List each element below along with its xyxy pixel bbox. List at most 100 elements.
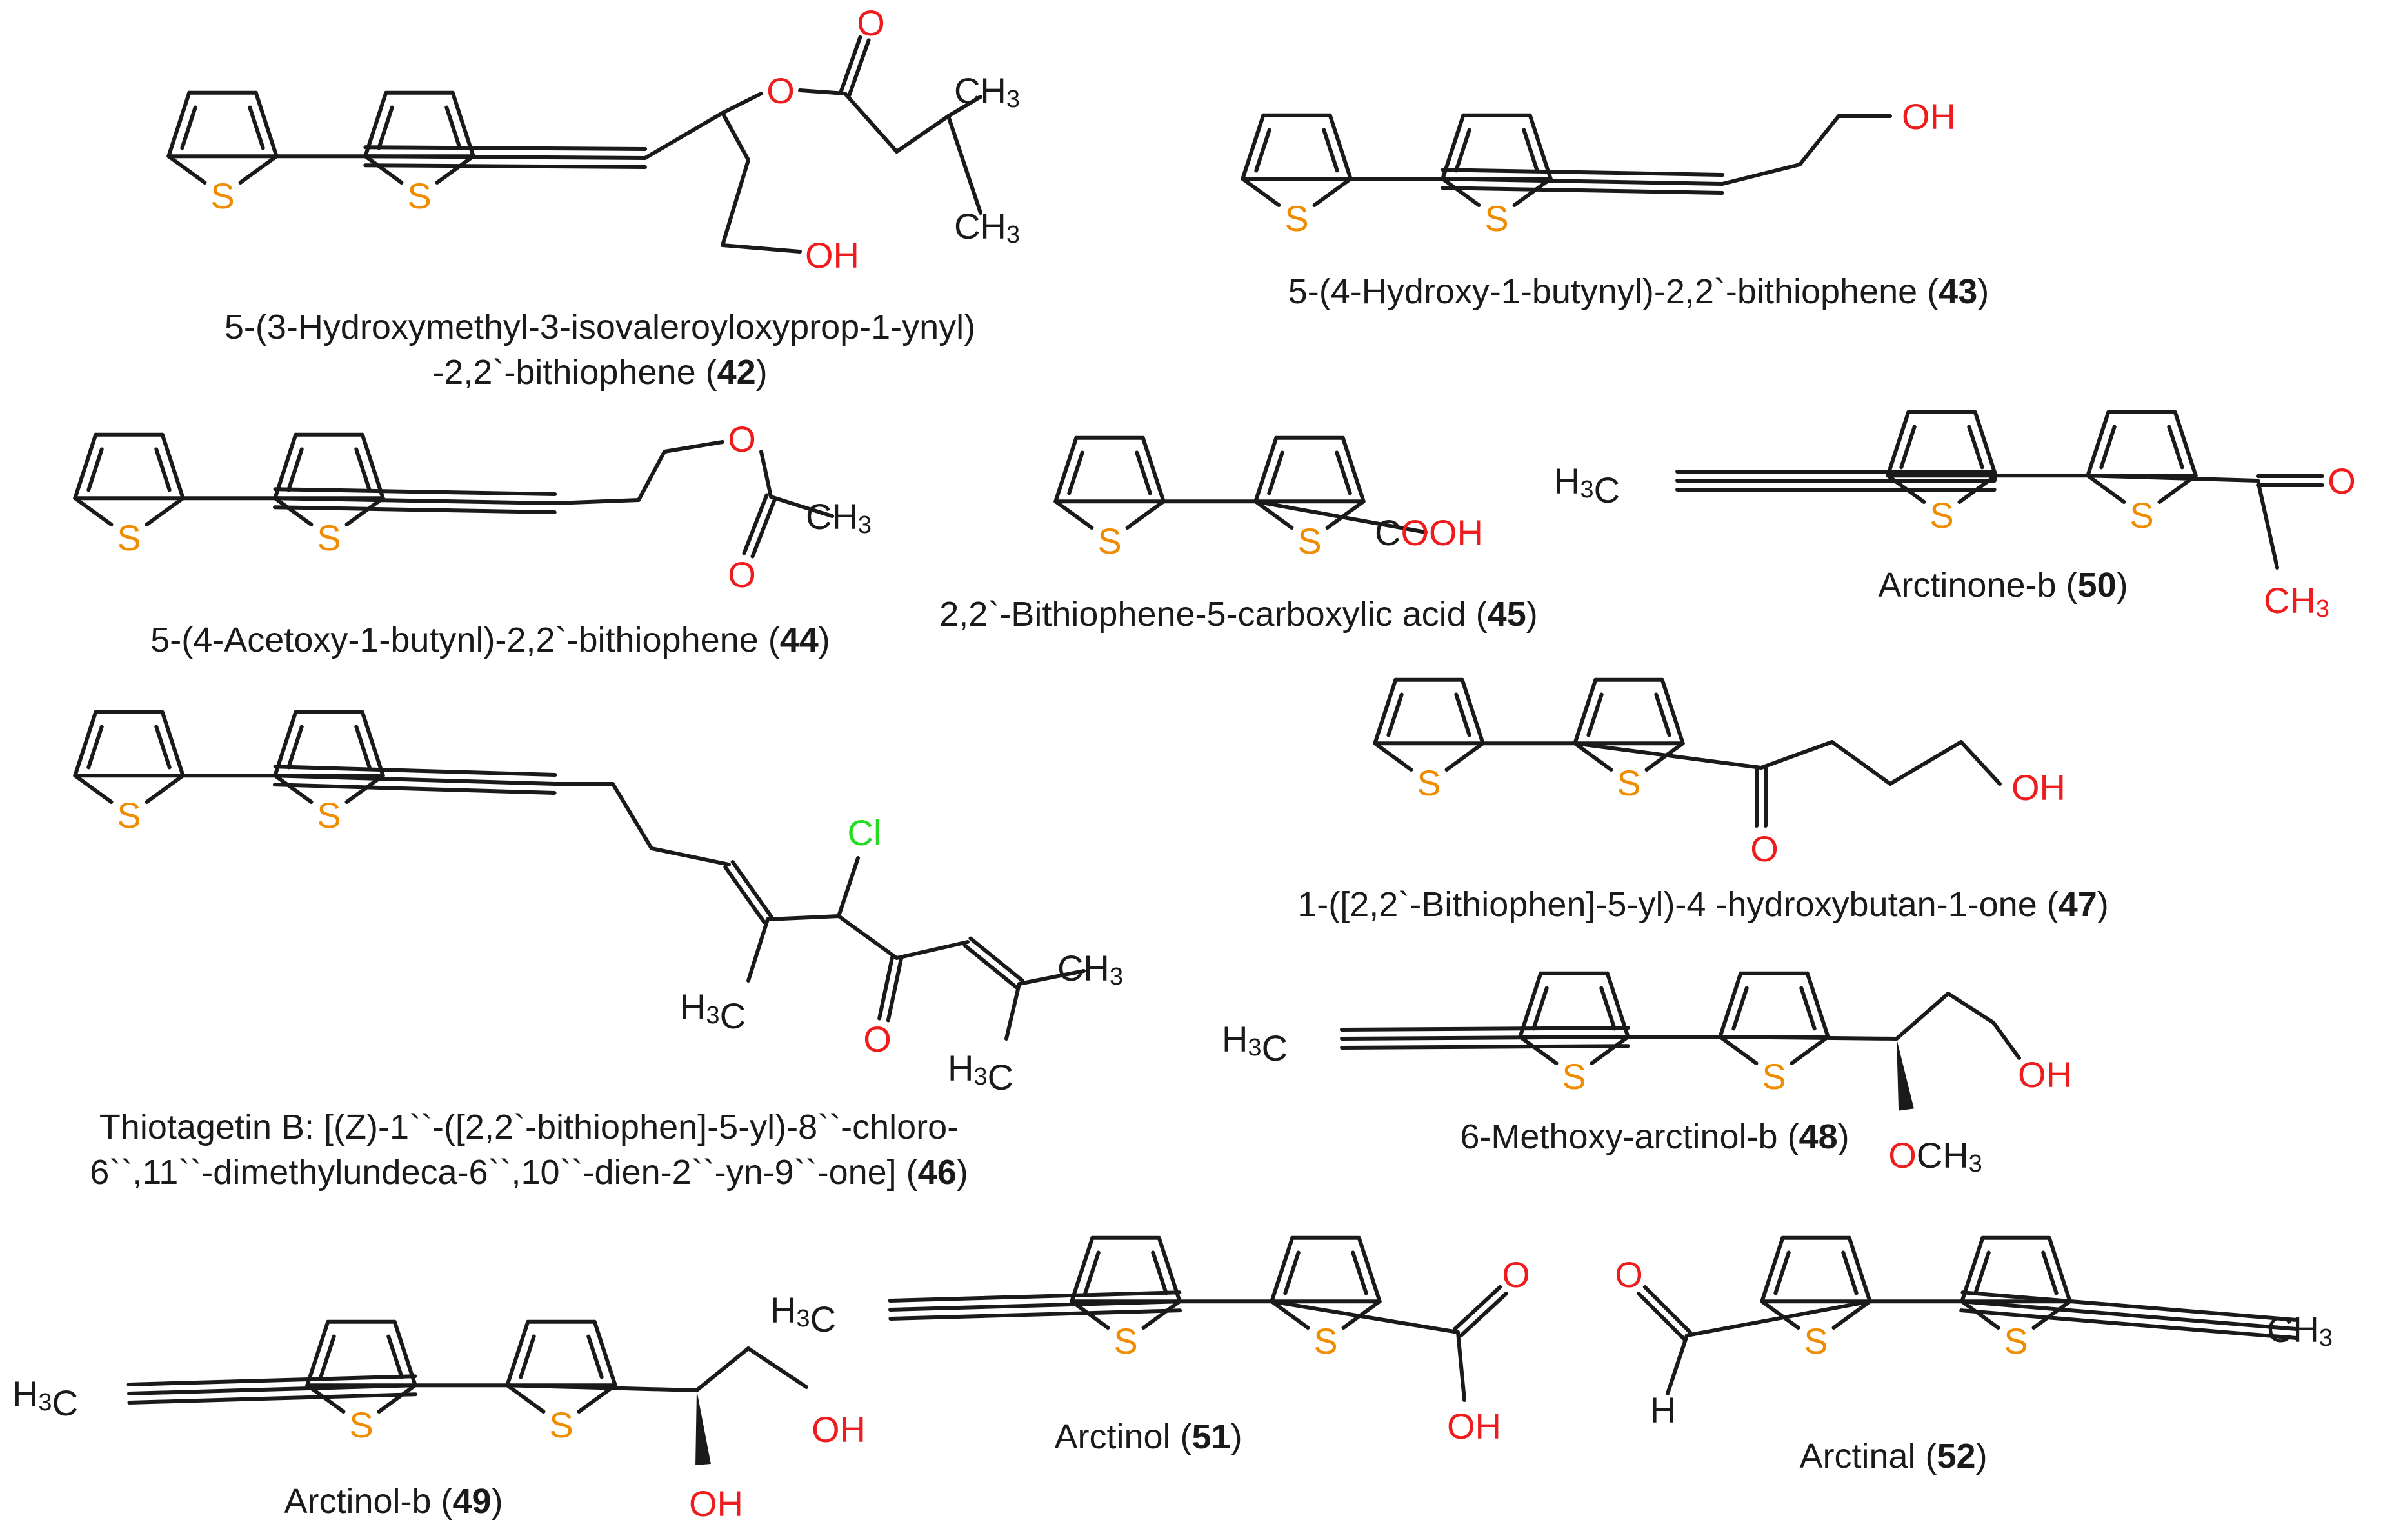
bond [1253, 435, 1279, 504]
bond [877, 955, 895, 1021]
hydroxyl-group: OH [1447, 1406, 1501, 1446]
bond [505, 1383, 699, 1392]
sulfur-atom: S [1313, 1321, 1337, 1361]
bond [730, 859, 773, 919]
bond [145, 774, 185, 805]
bond [1660, 677, 1685, 746]
bond [1830, 740, 1892, 786]
bond [1685, 1299, 1872, 1337]
bond [1125, 499, 1166, 530]
bond [2173, 410, 2198, 478]
hydroxyl-group: OH [812, 1409, 866, 1450]
bond [1459, 1292, 1508, 1338]
bond [127, 1383, 417, 1395]
bond [1241, 177, 1281, 208]
bond [888, 1308, 1182, 1321]
sulfur-atom: S [1617, 763, 1640, 803]
bond [759, 450, 773, 499]
methyl-group: CH3 [2267, 1309, 2333, 1352]
bond [888, 1299, 1182, 1312]
bond [2086, 474, 2126, 505]
bond [746, 917, 770, 983]
bond [363, 145, 648, 152]
bond [1959, 1308, 2298, 1340]
bond [248, 105, 265, 150]
bond [1599, 986, 1617, 1031]
bond [895, 940, 970, 960]
caption-43: 5-(4-Hydroxy-1-butynyl)-2,2`-bithiophene… [1288, 272, 1989, 311]
bond [1441, 168, 1725, 177]
bond [1325, 499, 1366, 530]
methyl-group: CH3 [1057, 948, 1123, 991]
bond [1341, 435, 1366, 504]
caption-46: Thiotagetin B: [(Z)-1``-([2,2`-bithiophe… [90, 1108, 968, 1192]
bond [1460, 677, 1485, 746]
bond [1322, 128, 1339, 173]
bond [1270, 1299, 1310, 1330]
bond [1135, 450, 1152, 495]
sulfur-atom: S [1284, 198, 1308, 239]
bond [1357, 1235, 1382, 1304]
bond [1718, 1035, 1759, 1066]
bond [2086, 474, 2260, 483]
bond [843, 92, 899, 154]
bond [126, 1374, 417, 1387]
bond [1899, 425, 1917, 470]
hydroxyl-group: OH [805, 235, 859, 275]
methyl-group: CH3 [2264, 580, 2329, 623]
methyl-group: H3C [1554, 461, 1620, 510]
bond [766, 914, 841, 921]
bond [73, 432, 98, 501]
caption-layer: 5-(3-Hydroxymethyl-3-isovaleroyloxyprop-… [90, 272, 2128, 1521]
bond [1790, 1035, 1830, 1066]
bond [86, 447, 104, 492]
methyl-group: H3C [1222, 1019, 1288, 1068]
oxygen-atom: O [766, 70, 795, 111]
bond [1960, 1299, 2298, 1331]
bond [363, 154, 647, 160]
bond [1241, 113, 1266, 181]
bond [1573, 677, 1598, 746]
sulfur-atom: S [2129, 495, 2153, 535]
bond [160, 710, 185, 778]
bond [1456, 1330, 1466, 1402]
bond [1340, 1035, 1630, 1041]
bond [1586, 692, 1604, 737]
methyl-group: CH3 [954, 206, 1020, 249]
caption-49: Arctinol-b (49) [284, 1482, 503, 1521]
caption-50: Arctinone-b (50) [1878, 566, 2128, 605]
bond [1973, 410, 1998, 478]
bond [895, 114, 950, 154]
bond [1141, 1299, 1182, 1330]
bond [1720, 163, 1802, 186]
caption-44: 5-(4-Acetoxy-1-butynl)-2,2`-bithiophene … [150, 621, 830, 659]
bond [273, 496, 314, 527]
bond [273, 774, 557, 786]
oxygen-atom: O [728, 419, 756, 459]
bond [1886, 410, 1911, 478]
bond [238, 154, 279, 185]
bond [2167, 425, 2184, 470]
methyl-group: H3C [770, 1290, 836, 1339]
sulfur-atom: S [407, 175, 431, 216]
wedge-bond [695, 1390, 711, 1466]
caption-45: 2,2`-Bithiophene-5-carboxylic acid (45) [939, 595, 1537, 634]
bond [1805, 971, 1830, 1039]
bond [946, 114, 982, 215]
bond-layer [73, 35, 2324, 1466]
bond [1253, 499, 1428, 534]
bond [1760, 1299, 1800, 1330]
bond [272, 783, 557, 795]
methyl-group: H3C [680, 986, 746, 1036]
bond [1267, 450, 1284, 495]
bond [721, 92, 763, 115]
bond [2086, 410, 2111, 478]
bond [166, 154, 207, 185]
bond [319, 1334, 336, 1379]
bond [344, 496, 385, 527]
methyl-group: CH3 [954, 70, 1020, 114]
bond [1441, 186, 1724, 195]
bond [1518, 1035, 1559, 1066]
bond [363, 163, 647, 169]
